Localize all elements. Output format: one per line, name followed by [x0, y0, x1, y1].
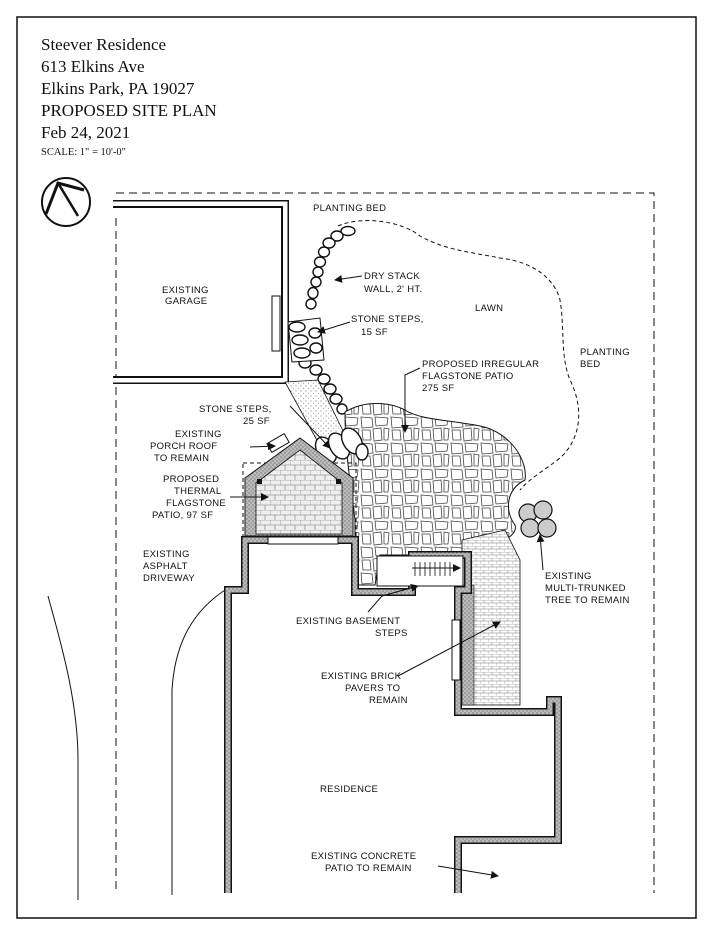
existing-garage	[113, 200, 289, 384]
street-address: 613 Elkins Ave	[41, 57, 145, 76]
label-dry-stack-1: DRY STACK	[364, 271, 420, 282]
label-thermal-3: FLAGSTONE	[166, 498, 226, 509]
label-driveway-3: DRIVEWAY	[143, 573, 195, 584]
label-flagstone-2: FLAGSTONE PATIO	[422, 371, 514, 382]
plan-labels: PLANTING BED EXISTING GARAGE DRY STACK W…	[143, 203, 630, 874]
property-line	[115, 192, 655, 893]
label-brick-2: PAVERS TO	[345, 683, 400, 694]
residence-walls	[224, 536, 562, 893]
label-planting-bed-top: PLANTING BED	[313, 203, 386, 214]
drawing-scale: SCALE: 1" = 10'-0"	[41, 147, 126, 158]
label-porch-roof-3: TO REMAIN	[154, 453, 209, 464]
label-driveway-1: EXISTING	[143, 549, 190, 560]
label-stone-steps-15-1: STONE STEPS,	[351, 314, 424, 325]
label-tree-3: TREE TO REMAIN	[545, 595, 630, 606]
city-state-zip: Elkins Park, PA 19027	[41, 79, 195, 98]
leader-lines	[230, 275, 545, 879]
label-planting-bed-right-1: PLANTING	[580, 347, 630, 358]
label-thermal-4: PATIO, 97 SF	[152, 510, 213, 521]
label-porch-roof-1: EXISTING	[175, 429, 222, 440]
label-tree-2: MULTI-TRUNKED	[545, 583, 626, 594]
label-stone-steps-15-2: 15 SF	[361, 327, 388, 338]
existing-tree	[518, 500, 557, 538]
label-flagstone-3: 275 SF	[422, 383, 454, 394]
project-name: Steever Residence	[41, 35, 167, 54]
label-basement-1: EXISTING BASEMENT	[296, 616, 400, 627]
label-residence: RESIDENCE	[320, 784, 378, 795]
label-lawn: LAWN	[475, 303, 503, 314]
label-thermal-2: THERMAL	[174, 486, 222, 497]
north-arrow-icon	[41, 177, 91, 227]
label-concrete-2: PATIO TO REMAIN	[325, 863, 412, 874]
label-brick-3: REMAIN	[369, 695, 408, 706]
brick-wall	[461, 584, 475, 706]
drawing-title: PROPOSED SITE PLAN	[41, 101, 217, 120]
stone-steps-25sf	[314, 427, 369, 464]
label-tree-1: EXISTING	[545, 571, 592, 582]
label-garage-2: GARAGE	[165, 296, 207, 307]
label-planting-bed-right-2: BED	[580, 359, 600, 370]
driveway-edge	[47, 595, 79, 900]
label-stone-steps-25-2: 25 SF	[243, 416, 270, 427]
label-concrete-1: EXISTING CONCRETE	[311, 851, 416, 862]
stone-steps-15sf	[287, 317, 325, 363]
basement-steps	[376, 555, 464, 587]
label-basement-2: STEPS	[375, 628, 408, 639]
label-porch-roof-2: PORCH ROOF	[150, 441, 217, 452]
label-garage-1: EXISTING	[162, 285, 209, 296]
label-dry-stack-2: WALL, 2' HT.	[364, 284, 422, 295]
label-thermal-1: PROPOSED	[163, 474, 219, 485]
label-stone-steps-25-1: STONE STEPS,	[199, 404, 272, 415]
sheet-border	[16, 16, 697, 919]
planting-bed-outline	[337, 220, 580, 491]
label-flagstone-1: PROPOSED IRREGULAR	[422, 359, 539, 370]
label-brick-1: EXISTING BRICK	[321, 671, 402, 682]
label-driveway-2: ASPHALT	[143, 561, 188, 572]
driveway-edge-2	[171, 589, 226, 895]
drawing-date: Feb 24, 2021	[41, 123, 131, 142]
dry-stack-wall	[298, 225, 356, 415]
